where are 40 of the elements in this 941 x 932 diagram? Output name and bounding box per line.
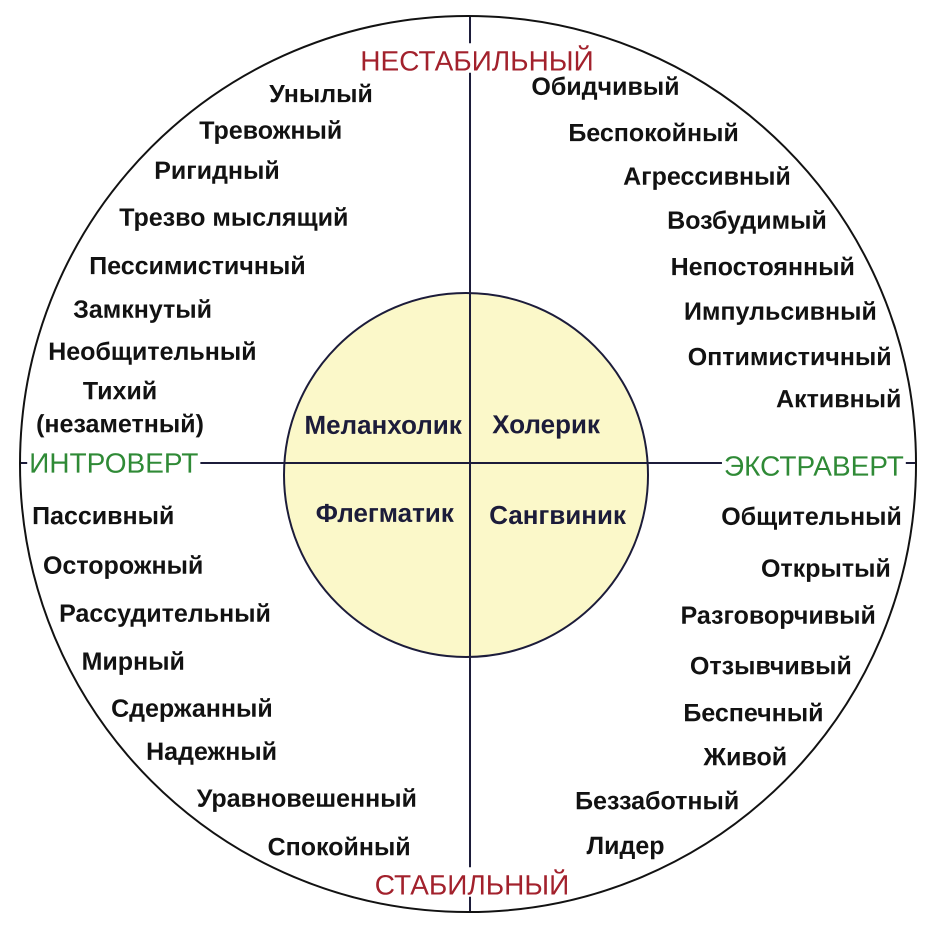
- trait-label: Обидчивый: [532, 76, 678, 100]
- trait-label: Беззаботный: [576, 790, 738, 810]
- trait-label: Тревожный: [199, 120, 340, 144]
- trait-label: Беспечный: [685, 702, 822, 722]
- trait-label: Непостоянный: [672, 256, 854, 276]
- trait-label: Агрессивный: [624, 166, 790, 190]
- trait-label: Разговорчивый: [682, 605, 874, 629]
- axis-label: ИНТРОВЕРТ: [27, 451, 200, 475]
- trait-label: Возбудимый: [668, 210, 826, 234]
- trait-label: Спокойный: [268, 836, 409, 856]
- trait-label: Уравновешенный: [196, 788, 416, 812]
- trait-label: Пассивный: [34, 506, 173, 524]
- trait-label: Тихий (незаметный): [37, 380, 203, 438]
- type-label: Холерик: [492, 415, 600, 439]
- trait-label: Надежный: [148, 741, 276, 765]
- axis-label: ЭКСТРАВЕРТ: [722, 454, 906, 478]
- type-label: Флегматик: [316, 504, 454, 522]
- trait-label: Необщительный: [50, 341, 255, 365]
- trait-label: Отзывчивый: [690, 656, 850, 674]
- trait-label: Сдержанный: [112, 698, 271, 722]
- trait-label: Оптимистичный: [688, 346, 890, 366]
- trait-label: Импульсивный: [686, 301, 876, 325]
- trait-label: Активный: [776, 388, 900, 408]
- axis-label: СТАБИЛЬНЫЙ: [372, 867, 572, 897]
- axis-label: НЕСТАБИЛЬНЫЙ: [358, 43, 596, 73]
- trait-label: Ригидный: [156, 160, 278, 184]
- type-label: Сангвиник: [490, 506, 626, 524]
- trait-label: Общительный: [722, 506, 900, 530]
- trait-label: Пессимистичный: [90, 256, 304, 274]
- trait-label: Унылый: [269, 84, 372, 102]
- trait-label: Живой: [703, 746, 786, 766]
- trait-label: Открытый: [762, 558, 890, 582]
- trait-label: Рассудительный: [60, 603, 270, 627]
- trait-label: Мирный: [83, 651, 184, 675]
- trait-label: Лидер: [586, 836, 664, 860]
- trait-label: Замкнутый: [74, 299, 210, 323]
- trait-label: Трезво мыслящий: [119, 207, 347, 231]
- trait-label: Осторожный: [44, 555, 202, 579]
- trait-label: Беспокойный: [570, 122, 738, 142]
- type-label: Меланхолик: [306, 416, 462, 434]
